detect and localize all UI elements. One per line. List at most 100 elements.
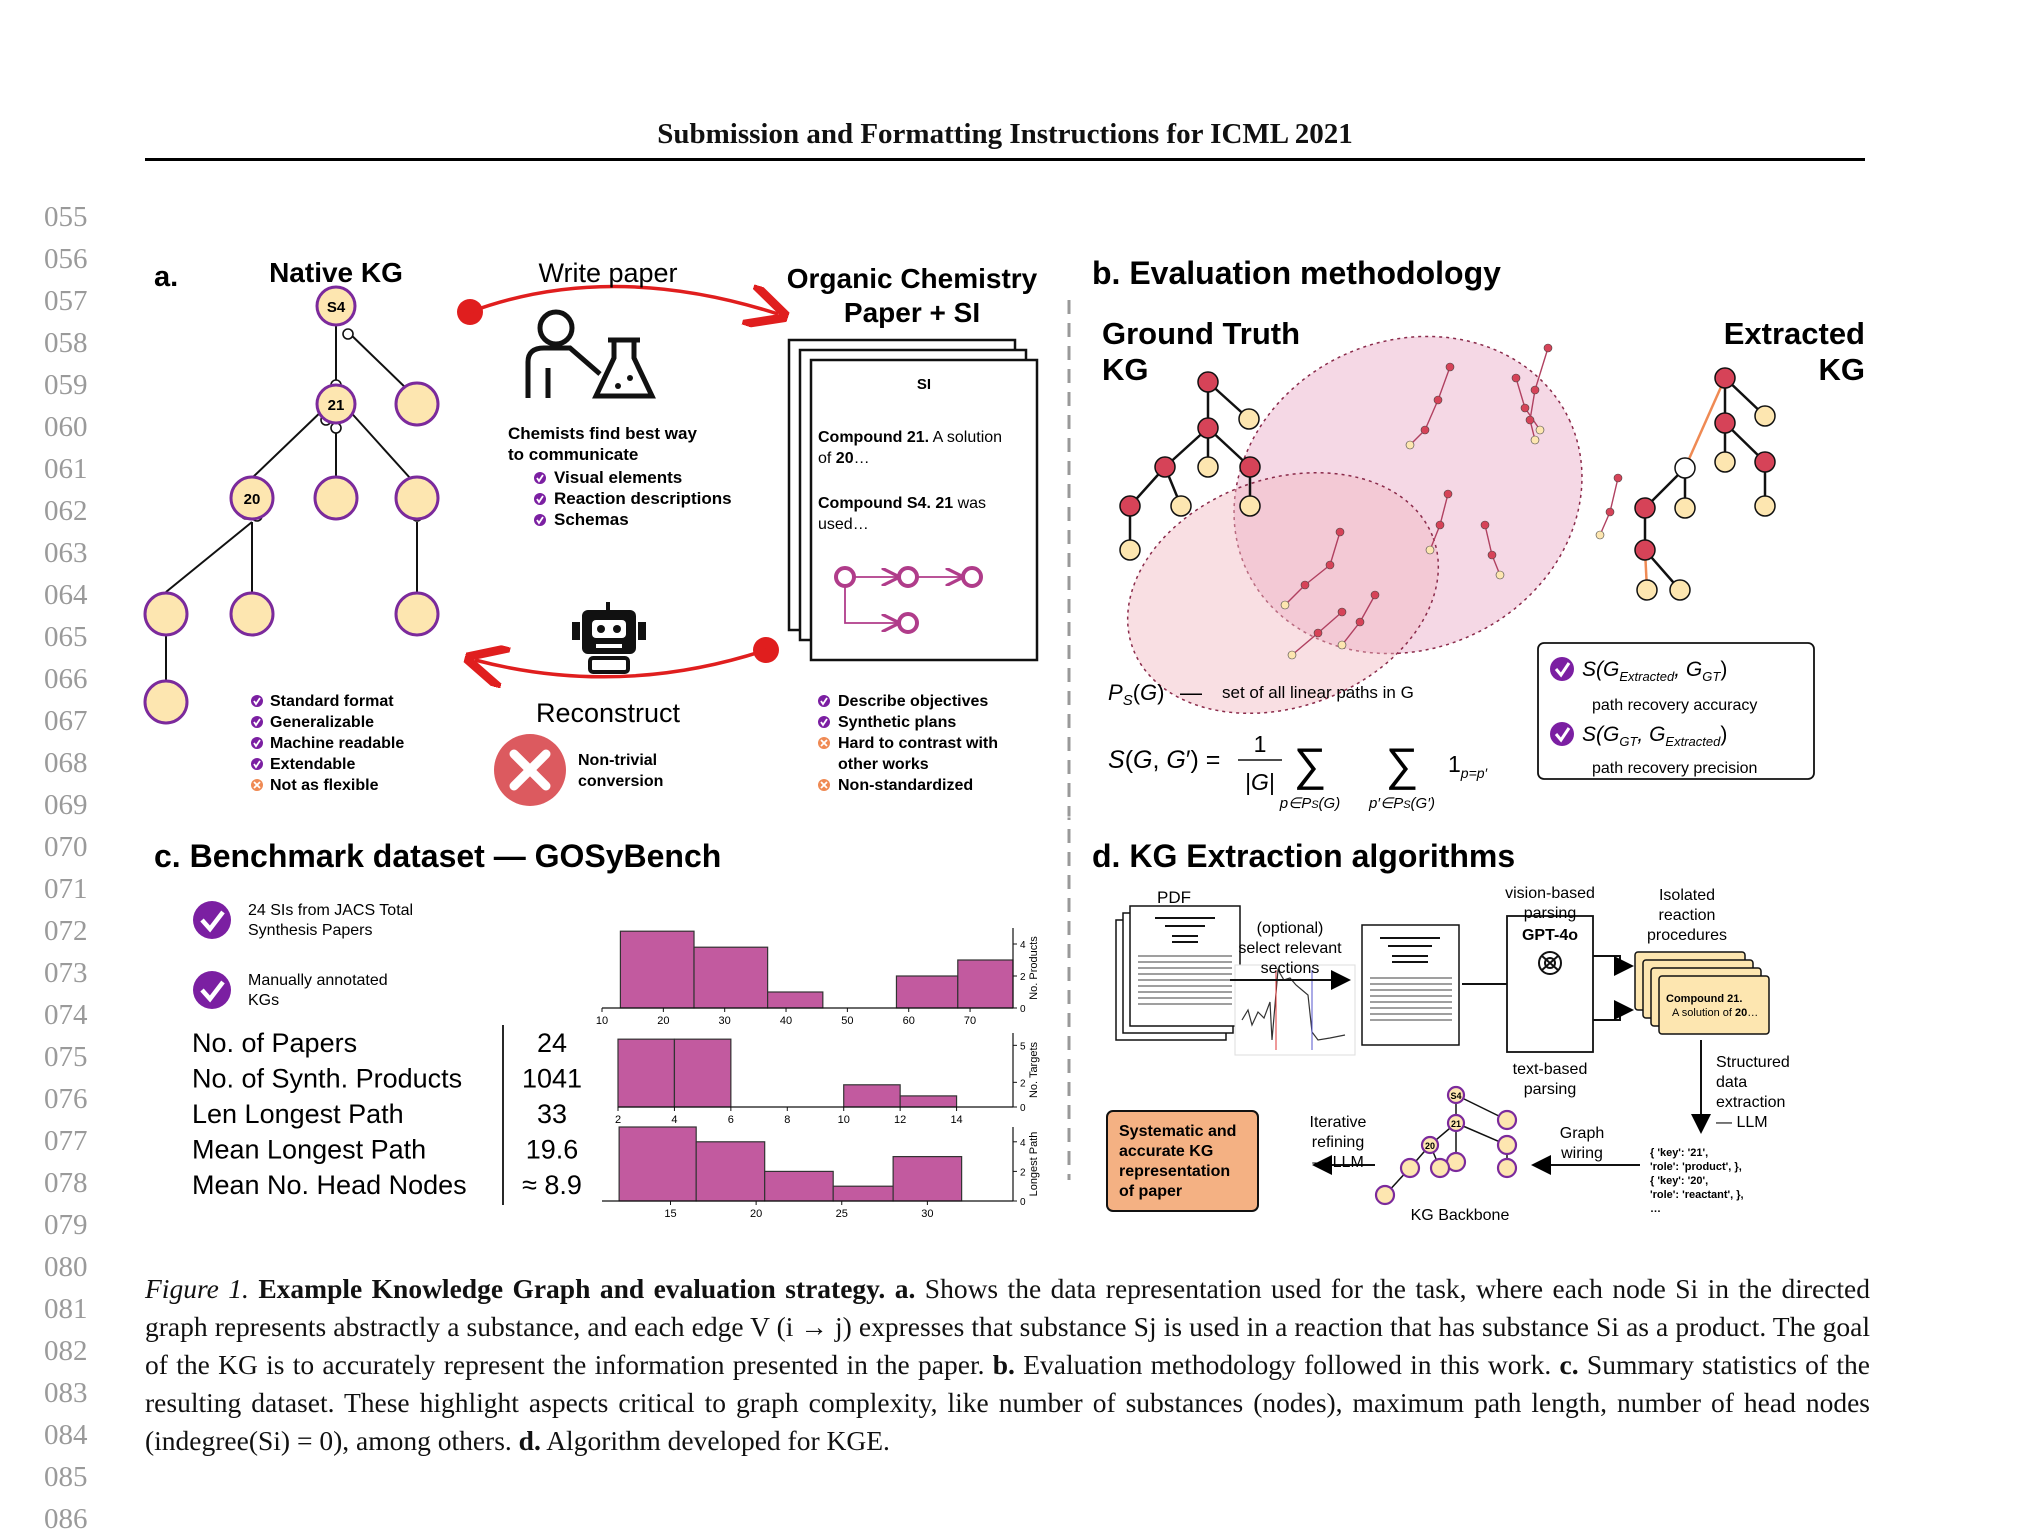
line-number: 086 (44, 1503, 88, 1535)
figure-1: a. Native KG (140, 255, 1870, 1224)
panel-a-label: a. (154, 261, 178, 293)
stat-label: Mean No. Head Nodes (192, 1170, 467, 1200)
chemists-bullet: Schemas (554, 510, 629, 529)
extracted-1: Extracted (1724, 316, 1865, 351)
result-4: of paper (1119, 1183, 1182, 1200)
panel-b-title: b. Evaluation methodology (1092, 255, 1501, 291)
line-number: 072 (44, 915, 88, 947)
caption-d-text: Algorithm developed for KGE. (540, 1425, 890, 1456)
mini-path-node (1337, 607, 1347, 617)
result-box (1106, 1110, 1259, 1212)
caption-c-label: c. (1559, 1349, 1579, 1380)
metric1-label: path recovery accuracy (1592, 697, 1757, 714)
gt-paths-set (1126, 471, 1440, 715)
graph-wiring-2: wiring (1560, 1145, 1603, 1162)
ps-description: set of all linear paths in G (1222, 683, 1414, 702)
kg-backbone-nodes (1374, 1085, 1518, 1206)
stat-label: No. of Synth. Products (192, 1064, 462, 1094)
text-based-1: text-based (1513, 1061, 1588, 1078)
stat-value: 1041 (522, 1064, 582, 1094)
hist-y-tick-label: 5 (1020, 1041, 1026, 1052)
svg-text:p′∈PS(G′): p′∈PS(G′) (1368, 795, 1435, 812)
mini-path-node (1325, 560, 1335, 570)
line-number: 057 (44, 285, 88, 317)
hist-y-tick-label: 4 (1020, 940, 1026, 951)
result-2: accurate KG (1119, 1143, 1213, 1160)
panel-b: b. Evaluation methodology Ground Truth K… (1092, 255, 1865, 812)
si-label: SI (917, 376, 931, 393)
stat-value: 19.6 (526, 1135, 579, 1165)
mini-path-node (1420, 425, 1430, 435)
card-text: A solution of 20… (1672, 1007, 1758, 1019)
stat-label: No. of Papers (192, 1028, 357, 1058)
line-number: 079 (44, 1209, 88, 1241)
mini-path-node (1525, 415, 1535, 425)
openai-icon (1538, 951, 1562, 975)
hist-y-label: Longest Path (1028, 1132, 1040, 1197)
check-icon (1550, 722, 1574, 746)
extracted-tree-edges (1643, 377, 1767, 591)
mini-path-node (1530, 385, 1540, 395)
hist-x-tick-label: 50 (841, 1015, 853, 1027)
mini-path-edge (1424, 399, 1439, 431)
hist-bar (957, 959, 1014, 1009)
iterative-2: refining (1312, 1134, 1364, 1151)
hist-bar (618, 1126, 697, 1202)
node-label-20: 20 (244, 491, 261, 508)
gt-tree-nodes (1119, 371, 1261, 561)
line-number: 084 (44, 1419, 88, 1451)
metrics-box (1537, 642, 1815, 780)
line-number: 061 (44, 453, 88, 485)
hist-bar (895, 975, 959, 1009)
selected-doc-icon (1361, 924, 1460, 1046)
reconstruct-arrow (475, 650, 767, 677)
line-number: 060 (44, 411, 88, 443)
line-number: 065 (44, 621, 88, 653)
write-paper-arrow (469, 286, 778, 314)
ground-truth-1: Ground Truth (1102, 316, 1300, 351)
check-icon (1550, 657, 1574, 681)
mini-path-node (1511, 373, 1521, 383)
hist-y-tick-label: 0 (1020, 1197, 1026, 1208)
kg-backbone-label: KG Backbone (1411, 1207, 1510, 1224)
panel-c: c. Benchmark dataset — GOSyBench 24 SIs … (154, 838, 1040, 1220)
line-number: 083 (44, 1377, 88, 1409)
caption-a-text: Shows the data representation used for t… (145, 1273, 1871, 1380)
line-number: 070 (44, 831, 88, 863)
write-paper-label: Write paper (538, 258, 677, 288)
line-number: 077 (44, 1125, 88, 1157)
hist-y-label: No. Products (1028, 936, 1040, 1000)
running-title: Submission and Formatting Instructions f… (657, 118, 1353, 150)
check-icon (193, 971, 231, 1009)
gpt-label: GPT-4o (1522, 927, 1578, 944)
mini-path-edge (1439, 493, 1449, 526)
backbone-node-s4: S4 (1450, 1091, 1461, 1101)
compound-s4-line2: used… (818, 516, 869, 533)
mini-path-edge (1304, 564, 1331, 586)
node-label-s4: S4 (327, 299, 346, 316)
hist-x-tick-label: 25 (836, 1208, 848, 1220)
mini-path-node (1543, 343, 1553, 353)
check2-line2: KGs (248, 992, 279, 1009)
mini-path-node (1337, 640, 1347, 650)
line-number: 069 (44, 789, 88, 821)
stat-label: Mean Longest Path (192, 1135, 426, 1165)
json-line: { 'key': '21', (1650, 1147, 1708, 1159)
hist-y-tick-label: 2 (1020, 1078, 1026, 1089)
hist-x-tick-label: 30 (921, 1208, 933, 1220)
mini-path-node (1487, 550, 1497, 560)
line-number: 082 (44, 1335, 88, 1367)
svg-text:∑: ∑ (1294, 738, 1327, 790)
native-kg-edge-heads (160, 328, 423, 636)
line-number: 074 (44, 999, 88, 1031)
hist-bar (899, 1095, 958, 1108)
mini-path-node (1613, 473, 1623, 483)
ground-truth-2: KG (1102, 352, 1149, 387)
stat-value: ≈ 8.9 (522, 1170, 582, 1200)
extracted-paths-set (1233, 335, 1583, 655)
ps-symbol: PS(G) (1108, 680, 1164, 709)
gpt-box (1506, 915, 1594, 1053)
title-rule (145, 158, 1865, 161)
hist-x-tick-label: 8 (784, 1114, 790, 1126)
structured-2: data (1716, 1074, 1747, 1091)
